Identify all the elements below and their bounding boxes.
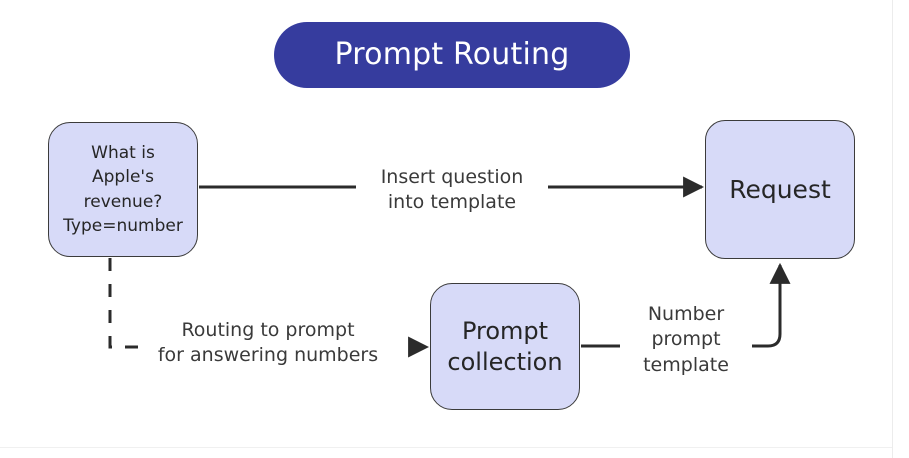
collection-line-1: Prompt — [461, 316, 549, 345]
question-line-2: Apple's — [92, 167, 154, 188]
right-edge-rule — [892, 0, 893, 458]
bottom-edge-rule — [0, 447, 892, 448]
question-node[interactable]: What is Apple's revenue? Type=number — [48, 122, 198, 257]
request-node-label: Request — [729, 175, 831, 205]
number-label-line-1: Number — [647, 303, 725, 325]
question-line-4: Type=number — [63, 215, 183, 236]
request-line-1: Request — [729, 174, 831, 204]
insert-label-line-1: Insert question — [380, 166, 524, 188]
routing-edge-label: Routing to prompt for answering numbers — [138, 316, 398, 371]
collection-line-2: collection — [447, 347, 563, 376]
insert-label-line-2: into template — [387, 191, 517, 214]
question-node-label: What is Apple's revenue? Type=number — [63, 141, 183, 238]
routing-label-line-2: for answering numbers — [157, 344, 379, 367]
question-line-3: revenue? — [83, 191, 163, 212]
question-line-1: What is — [91, 143, 155, 164]
page-title: Prompt Routing — [334, 37, 570, 72]
number-label-line-2: prompt — [651, 328, 721, 351]
diagram-title-banner: Prompt Routing — [274, 22, 630, 88]
insert-question-edge-label: Insert question into template — [356, 163, 548, 218]
prompt-collection-node[interactable]: Prompt collection — [430, 283, 580, 410]
number-prompt-template-edge-label: Number prompt template — [620, 300, 752, 381]
routing-label-line-1: Routing to prompt — [181, 319, 355, 341]
prompt-collection-node-label: Prompt collection — [447, 316, 562, 377]
request-node[interactable]: Request — [705, 120, 855, 259]
number-label-line-3: template — [643, 353, 729, 376]
